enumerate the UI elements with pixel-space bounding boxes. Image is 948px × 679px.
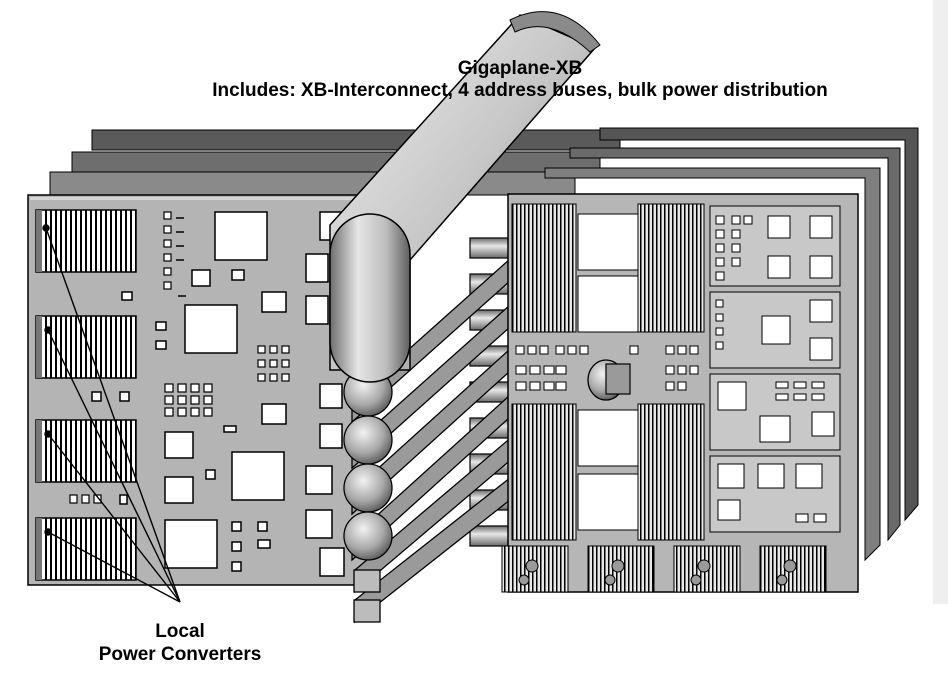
callout-label-line-1: Local bbox=[80, 620, 280, 643]
power-converter-2 bbox=[36, 316, 136, 378]
diagram-subtitle: Includes: XB-Interconnect, 4 address bus… bbox=[120, 80, 920, 102]
memory-panel-3 bbox=[710, 374, 840, 450]
cpu-module-upper bbox=[512, 204, 704, 332]
power-converter-3 bbox=[36, 420, 136, 482]
callout-label-line-2: Power Converters bbox=[80, 643, 280, 666]
memory-panel-1 bbox=[710, 206, 840, 286]
scrollbar-track[interactable] bbox=[933, 0, 948, 604]
left-system-board bbox=[28, 195, 368, 602]
memory-panel-2 bbox=[710, 292, 840, 368]
left-board-stack bbox=[50, 130, 620, 195]
diagram-title: Gigaplane-XB bbox=[120, 58, 920, 80]
callout-label: Local Power Converters bbox=[80, 620, 280, 666]
right-system-board bbox=[502, 194, 858, 592]
memory-panel-4 bbox=[710, 456, 840, 532]
